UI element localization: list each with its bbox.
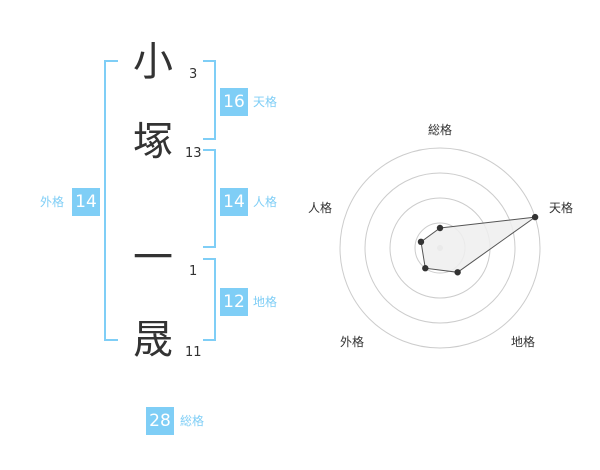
gaikaku-label: 外格	[40, 195, 65, 209]
tenkaku-value: 16	[220, 88, 248, 116]
radar-point-0	[436, 224, 444, 232]
radar-axis-label-soukaku: 総格	[428, 123, 453, 137]
radar-point-3	[422, 265, 429, 272]
radar-polygon	[420, 216, 536, 273]
name-char-1: 小	[133, 39, 173, 85]
tenkaku-bracket	[203, 60, 216, 140]
chikaku-bracket	[203, 258, 216, 341]
soukaku-label: 総格	[180, 414, 205, 428]
stroke-count-1: 3	[189, 67, 198, 82]
radar-point-1	[531, 213, 539, 221]
name-char-3: 一	[133, 235, 173, 281]
name-char-4: 晟	[133, 317, 173, 363]
radar-ring	[364, 172, 516, 324]
chikaku-label: 地格	[253, 295, 278, 309]
soukaku-value: 28	[146, 407, 174, 435]
radar-points	[417, 213, 539, 276]
radar-axis-label-tenkaku: 天格	[549, 201, 574, 215]
stroke-count-4: 11	[185, 345, 202, 360]
jinkaku-label: 人格	[253, 195, 278, 209]
radar-point-2	[454, 269, 461, 276]
radar-axis-label-jinkaku: 人格	[308, 201, 333, 215]
stroke-count-3: 1	[189, 264, 198, 279]
chikaku-value: 12	[220, 288, 248, 316]
radar-point-4	[417, 238, 425, 246]
jinkaku-value: 14	[220, 188, 248, 216]
jinkaku-bracket	[203, 149, 216, 248]
name-char-2: 塚	[133, 119, 173, 165]
radar-axis-label-gaikaku: 外格	[340, 335, 365, 349]
stroke-count-2: 13	[185, 146, 202, 161]
gaikaku-value: 14	[72, 188, 100, 216]
tenkaku-label: 天格	[253, 95, 278, 109]
radar-ring	[339, 147, 541, 349]
gaikaku-bracket	[104, 60, 118, 341]
radar-rings	[339, 147, 541, 349]
radar-chart	[339, 147, 541, 349]
radar-axis-label-chikaku: 地格	[511, 335, 536, 349]
